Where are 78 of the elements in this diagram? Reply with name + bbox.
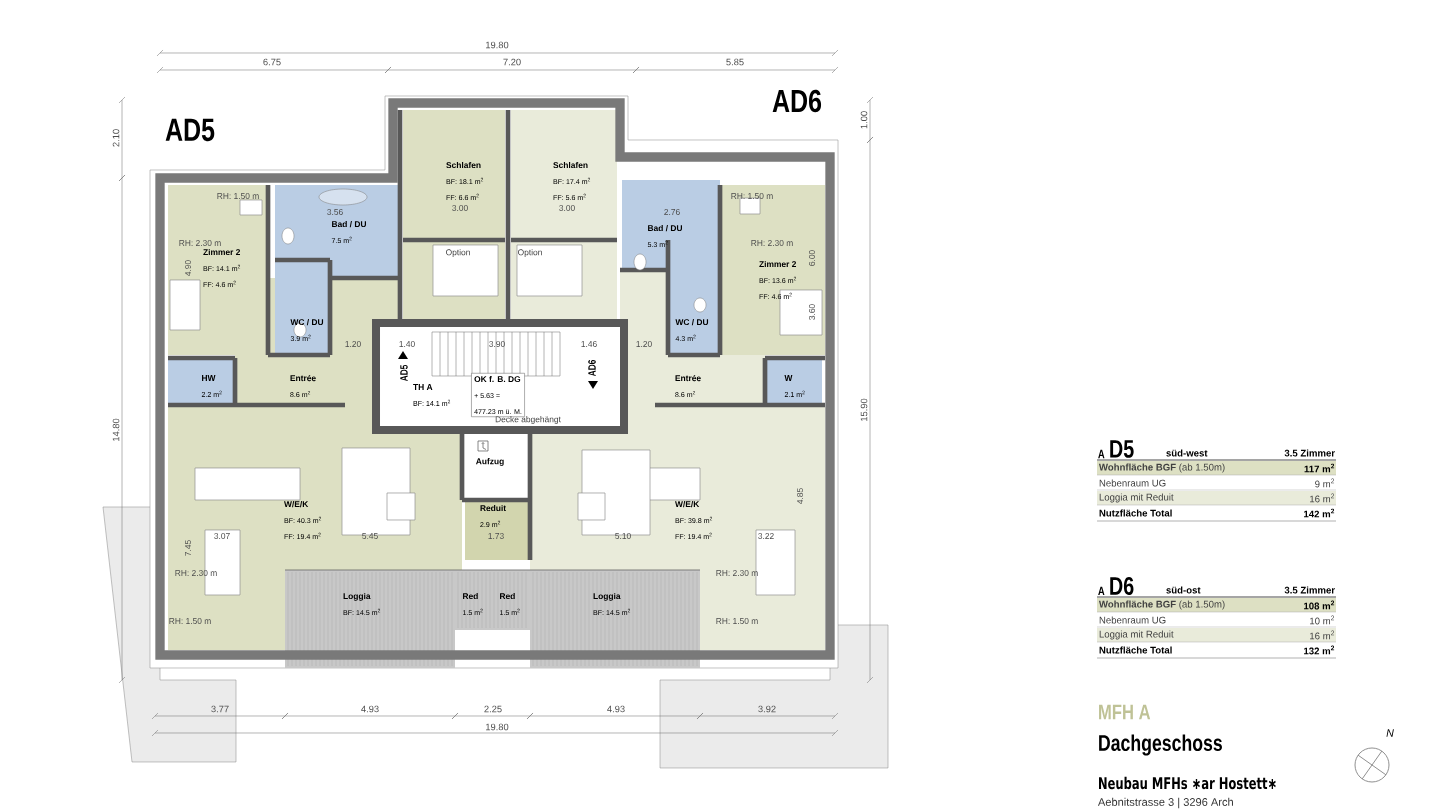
- room-note: Option: [446, 249, 470, 257]
- building-label: MFH A: [1099, 704, 1151, 720]
- room-note: 1.20: [636, 341, 652, 347]
- room-note: RH: 1.50 m: [716, 618, 758, 624]
- table-cell: Nutzfläche Total: [1099, 509, 1172, 517]
- apartment-label: AD6: [772, 89, 822, 113]
- room-note: 3.56: [327, 209, 343, 215]
- room-note: RH: 2.30 m: [751, 240, 793, 246]
- room-note: 1.20: [345, 341, 361, 347]
- dimension-value: 7.20: [503, 58, 521, 66]
- table-cell: süd-west: [1166, 449, 1208, 457]
- table-cell: Nutzfläche Total: [1099, 646, 1172, 654]
- table-cell: 9 m$^{2}$: [1315, 478, 1335, 488]
- table-cell: Wohnfläche BGF (ab 1.50m): [1098, 600, 1225, 610]
- room-note: Option: [518, 249, 542, 257]
- room-note: RH: 1.50 m: [217, 193, 259, 199]
- room-note: 4.85: [797, 488, 803, 504]
- table-cell: 117 m$^{2}$: [1304, 463, 1335, 473]
- table-cell: Wohnfläche BGF (ab 1.50m): [1098, 463, 1225, 473]
- table-cell: süd-ost: [1166, 586, 1201, 594]
- room-note: 5.10: [615, 533, 631, 539]
- room-note: RH: 1.50 m: [731, 193, 773, 199]
- north-label: N: [1386, 729, 1394, 737]
- table-heading: D5: [1110, 440, 1134, 458]
- table-cell: 3.5 Zimmer: [1284, 586, 1335, 594]
- apartment-label: AD5: [400, 364, 408, 382]
- dimension-value: 2.10: [112, 129, 120, 147]
- room-note: RH: 2.30 m: [179, 240, 221, 246]
- room-note: 2.76: [664, 209, 680, 215]
- dimension-value: 4.93: [361, 705, 379, 713]
- table-cell: Loggia mit Reduit: [1099, 630, 1174, 640]
- dimension-value: 3.77: [211, 705, 229, 713]
- table-heading: D6: [1110, 577, 1134, 595]
- table-cell: Nebenraum UG: [1099, 479, 1166, 487]
- table-cell: 3.5 Zimmer: [1284, 449, 1335, 457]
- table-cell: Nebenraum UG: [1099, 616, 1166, 624]
- apartment-label: AD5: [165, 118, 215, 142]
- room-note: Decke abgehängt: [495, 416, 561, 424]
- table-heading: A: [1098, 449, 1105, 459]
- table-cell: 16 m$^{2}$: [1310, 630, 1335, 640]
- dimension-value: 19.80: [486, 723, 509, 731]
- dimension-value: 19.80: [486, 41, 509, 49]
- room-note: 1.73: [488, 533, 504, 539]
- dimension-value: 5.85: [726, 58, 744, 66]
- address: Aebnitstrasse 3 | 3296 Arch: [1097, 797, 1233, 809]
- room-note: 5.45: [362, 533, 378, 539]
- room-note: RH: 2.30 m: [175, 570, 217, 576]
- dimension-value: 1.00: [860, 111, 868, 129]
- room-note: 3.22: [758, 533, 774, 539]
- dimension-value: 4.93: [607, 705, 625, 713]
- room-note: RH: 2.30 m: [716, 570, 758, 576]
- table-cell: 142 m$^{2}$: [1304, 508, 1335, 518]
- dimension-value: 14.80: [112, 418, 120, 441]
- room-note: 3.00: [452, 205, 468, 211]
- table-cell: Loggia mit Reduit: [1099, 493, 1174, 503]
- table-cell: 132 m$^{2}$: [1304, 645, 1335, 655]
- dimension-value: 6.75: [263, 58, 281, 66]
- table-cell: 10 m$^{2}$: [1310, 615, 1335, 625]
- table-heading: A: [1098, 586, 1105, 596]
- room-note: 7.45: [185, 540, 191, 556]
- dimension-value: 2.25: [484, 705, 502, 713]
- room-note: 3.60: [809, 304, 815, 320]
- room-note: 1.40: [399, 341, 415, 347]
- project-title: Neubau MFHs ∗ar Hostett∗: [1099, 776, 1276, 790]
- room-note: 3.90: [489, 341, 505, 347]
- dimension-value: 3.92: [758, 705, 776, 713]
- room-note: 6.00: [809, 250, 815, 266]
- room-note: 3.00: [559, 205, 575, 211]
- table-cell: 108 m$^{2}$: [1304, 600, 1335, 610]
- room-note: 3.07: [214, 533, 230, 539]
- room-note: 4.90: [185, 260, 191, 276]
- floor-title: Dachgeschoss: [1099, 734, 1222, 756]
- apartment-label: AD6: [588, 360, 596, 377]
- room-label: Aufzug: [476, 458, 504, 466]
- room-note: 1.46: [581, 341, 597, 347]
- table-cell: 16 m$^{2}$: [1310, 493, 1335, 503]
- room-note: RH: 1.50 m: [169, 618, 211, 624]
- dimension-value: 15.90: [860, 398, 868, 421]
